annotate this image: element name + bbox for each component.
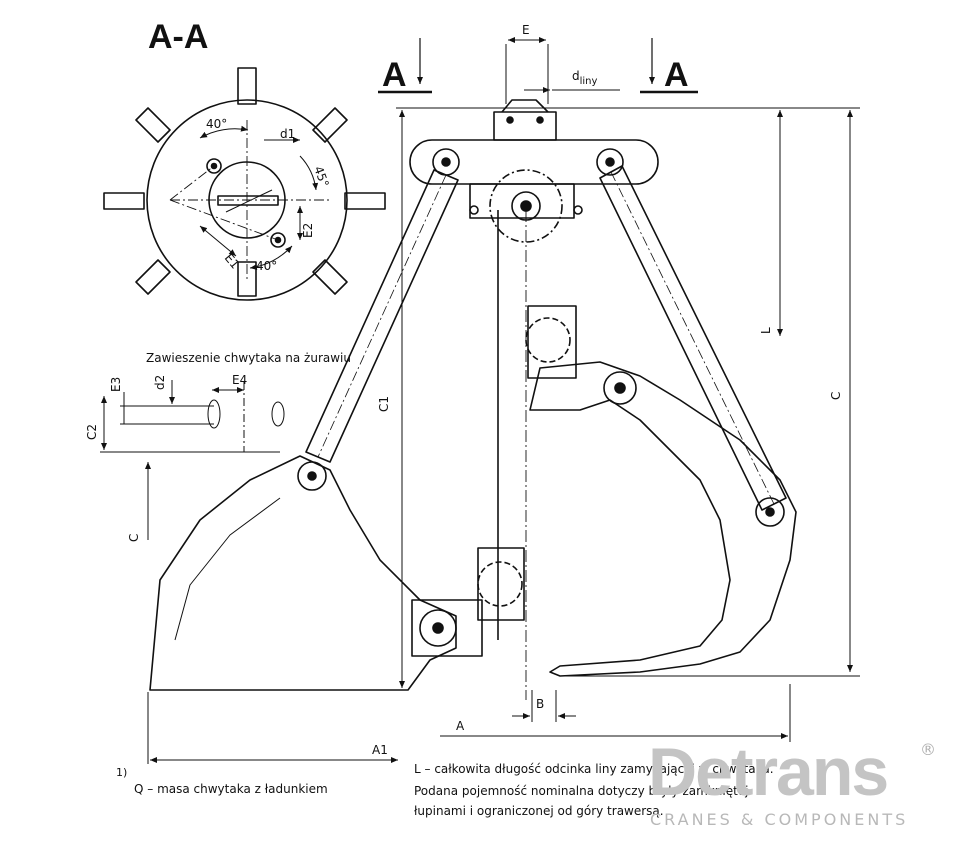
dim-l-label: L: [759, 327, 773, 334]
registered-mark: ®: [920, 740, 936, 759]
angle-bottom-label: 40°: [256, 259, 277, 273]
spoke-arms: [103, 67, 386, 297]
dim-d1-label: d1: [280, 127, 295, 141]
dim-a1-label: A1: [372, 743, 388, 757]
cross-bar: [217, 195, 279, 206]
left-shell: [149, 455, 483, 691]
note-line-3: łupinami i ograniczonej od góry trawersą…: [414, 804, 664, 818]
dim-e3-label: E3: [109, 377, 123, 392]
section-mark-right-label: A: [664, 56, 689, 94]
suspension-caption: Zawieszenie chwytaka na żurawiu: [146, 351, 351, 365]
dim-a-label: A: [456, 719, 465, 733]
dim-d-rope-label: dliny: [572, 69, 598, 87]
dim-d2-label: d2: [153, 375, 167, 390]
rope-hole-1: [206, 158, 222, 174]
dim-c2-label: C2: [85, 424, 99, 440]
left-arm: [305, 169, 459, 463]
section-title: A-A: [148, 18, 208, 56]
dim-c-label: C: [829, 392, 843, 400]
central-column: [477, 210, 577, 700]
section-mark-left: [378, 38, 432, 94]
section-view-a-a: [103, 67, 386, 301]
right-shell: [529, 361, 797, 677]
dim-c-small-label: C: [127, 534, 141, 542]
section-mark-left-label: A: [382, 56, 407, 94]
dim-b-label: B: [536, 697, 544, 711]
outer-ring: [146, 99, 348, 301]
angle-top-label: 40°: [206, 117, 227, 131]
dim-c1-label: C1: [377, 396, 391, 412]
crosshead-assembly: [409, 99, 659, 243]
right-arm: [599, 165, 787, 511]
detrans-logo: Detrans ® CRANES & COMPONENTS: [648, 738, 948, 838]
footnote-text: Q – masa chwytaka z ładunkiem: [134, 782, 328, 796]
logo-tagline: CRANES & COMPONENTS: [650, 810, 909, 829]
footnote-mark: 1): [116, 766, 128, 779]
dimension-lines: [100, 37, 860, 764]
dim-e-label: E: [522, 23, 530, 37]
dim-e2-label: E2: [301, 223, 315, 238]
logo-wordmark: Detrans: [648, 734, 889, 810]
section-mark-right: [640, 38, 698, 94]
note-line-1: L – całkowita długość odcinka liny zamyk…: [414, 762, 774, 776]
angle-side-label: 45°: [311, 164, 331, 189]
dim-e4-label: E4: [232, 373, 247, 387]
dim-e1-label: E1: [222, 251, 243, 272]
note-line-2: Podana pojemność nominalna dotyczy bryły…: [414, 784, 749, 798]
